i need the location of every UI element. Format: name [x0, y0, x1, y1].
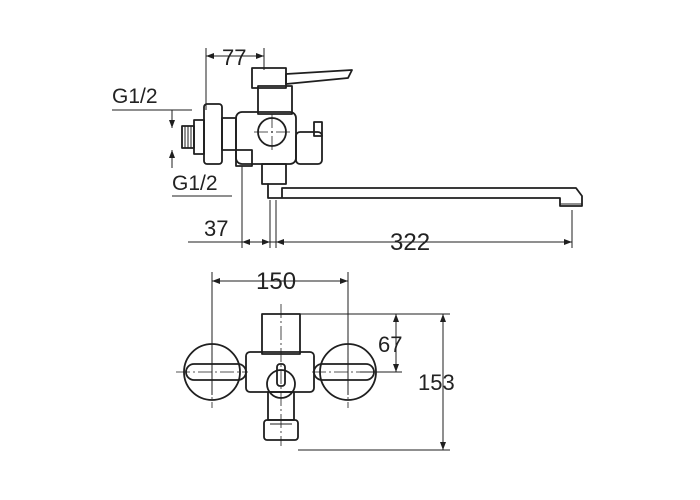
- front-body: [245, 304, 315, 446]
- dim-37: 37: [188, 166, 276, 248]
- dim-77-label: 77: [222, 45, 246, 70]
- dim-g12-bottom-label: G1/2: [172, 172, 218, 195]
- side-view: 77 G1/2 G1/2: [112, 45, 583, 256]
- dim-153-label: 153: [418, 370, 455, 395]
- dim-67-label: 67: [378, 332, 402, 357]
- dim-150: 150: [211, 268, 349, 395]
- dim-322-label: 322: [390, 229, 430, 256]
- dim-150-label: 150: [256, 268, 296, 295]
- dim-g12-top-label: G1/2: [112, 85, 158, 108]
- dim-67: 67: [300, 313, 402, 373]
- left-eccentric: [176, 336, 248, 408]
- dim-322: 322: [275, 200, 573, 256]
- dim-g12-top: G1/2: [112, 85, 192, 128]
- dim-37-label: 37: [204, 216, 228, 241]
- handle: [251, 67, 353, 115]
- dim-g12-bottom: G1/2: [169, 150, 232, 197]
- dim-153: 153: [298, 313, 455, 451]
- valve-body: [235, 111, 323, 167]
- front-view: 150: [176, 268, 455, 451]
- spout: [261, 163, 583, 207]
- inlet-connector: [181, 103, 237, 165]
- dim-77: 77: [205, 45, 265, 110]
